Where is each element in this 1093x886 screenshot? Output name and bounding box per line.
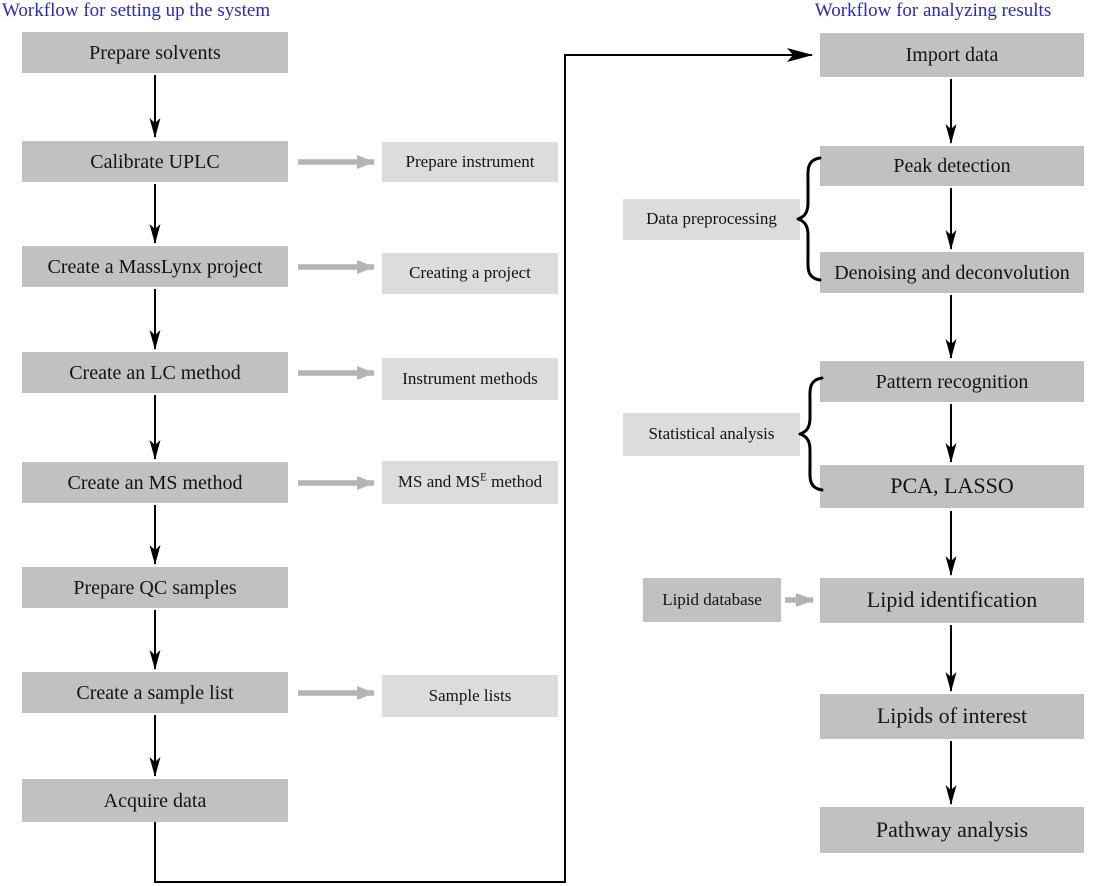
step-pathway-analysis: Pathway analysis [820, 807, 1084, 853]
note-ms-and-mse-method: MS and MSE method [382, 461, 558, 504]
label-lipid-database: Lipid database [643, 578, 781, 622]
note-instrument-methods: Instrument methods [382, 358, 558, 400]
step-create-ms-method: Create an MS method [22, 462, 288, 503]
step-pattern-recognition: Pattern recognition [820, 361, 1084, 402]
step-pca-lasso: PCA, LASSO [820, 465, 1084, 508]
step-calibrate-uplc: Calibrate UPLC [22, 141, 288, 182]
step-prepare-qc-samples: Prepare QC samples [22, 567, 288, 608]
step-acquire-data: Acquire data [22, 779, 288, 822]
step-create-lc-method: Create an LC method [22, 352, 288, 393]
note-creating-a-project: Creating a project [382, 253, 558, 294]
note-prepare-instrument: Prepare instrument [382, 142, 558, 182]
step-create-masslynx-project: Create a MassLynx project [22, 246, 288, 287]
label-data-preprocessing: Data preprocessing [623, 199, 800, 240]
step-lipid-identification: Lipid identification [820, 578, 1084, 623]
left-workflow-title: Workflow for setting up the system [2, 0, 271, 21]
brace-statistical-analysis [798, 376, 824, 492]
note-sample-lists: Sample lists [382, 675, 558, 717]
right-workflow-title: Workflow for analyzing results [814, 0, 1052, 21]
step-create-sample-list: Create a sample list [22, 672, 288, 713]
step-import-data: Import data [820, 33, 1084, 77]
step-lipids-of-interest: Lipids of interest [820, 694, 1084, 739]
ms-note-text: MS and MSE method [397, 471, 543, 492]
brace-data-preprocessing [796, 156, 822, 282]
label-statistical-analysis: Statistical analysis [623, 413, 800, 456]
step-prepare-solvents: Prepare solvents [22, 32, 288, 73]
step-denoising-deconvolution: Denoising and deconvolution [820, 252, 1084, 293]
superscript-e: E [480, 471, 487, 484]
step-peak-detection: Peak detection [820, 146, 1084, 186]
